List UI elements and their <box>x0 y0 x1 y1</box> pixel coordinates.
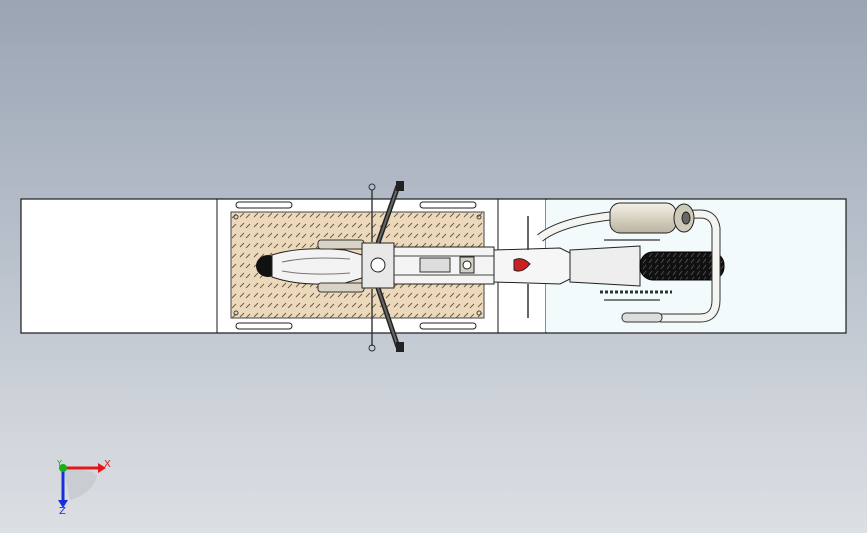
y-axis-label: Y <box>56 459 62 468</box>
x-arrow-head <box>98 463 106 473</box>
triad-plane <box>64 469 97 500</box>
tie-down-slot <box>235 201 477 330</box>
z-arrow-head <box>58 500 68 508</box>
x-axis-label: X <box>104 459 111 470</box>
rear-tire <box>639 251 725 281</box>
y-axis-dot <box>59 464 67 472</box>
muffler <box>609 202 677 234</box>
motorcycle-assembly[interactable] <box>256 181 725 352</box>
z-axis-label: Z <box>59 506 66 517</box>
axis-triad: X Y Z <box>56 459 111 517</box>
